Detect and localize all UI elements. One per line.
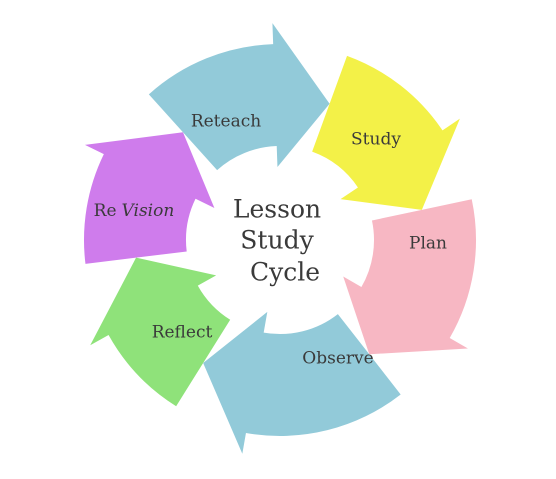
center-title: Lesson Study Cycle bbox=[233, 195, 321, 287]
center-title-line-1: Lesson bbox=[233, 195, 321, 224]
revision-prefix: Re bbox=[94, 201, 117, 221]
stage-label-study: Study bbox=[351, 130, 401, 150]
cycle-arrows bbox=[83, 23, 477, 454]
revision-arrow-segment bbox=[83, 132, 215, 264]
study-arrow-segment bbox=[312, 55, 460, 210]
stage-label-reflect: Reflect bbox=[152, 323, 213, 343]
center-title-line-2: Study bbox=[240, 226, 314, 255]
observe-arrow-segment bbox=[203, 311, 401, 454]
center-title-line-3: Cycle bbox=[250, 258, 320, 287]
revision-emphasis: Vision bbox=[122, 201, 175, 221]
stage-label-reteach: Reteach bbox=[191, 112, 261, 132]
reteach-arrow-segment bbox=[148, 23, 330, 171]
stage-label-observe: Observe bbox=[302, 349, 373, 369]
plan-arrow-segment bbox=[343, 199, 477, 355]
stage-label-plan: Plan bbox=[409, 234, 447, 254]
reflect-arrow-segment bbox=[90, 257, 231, 407]
